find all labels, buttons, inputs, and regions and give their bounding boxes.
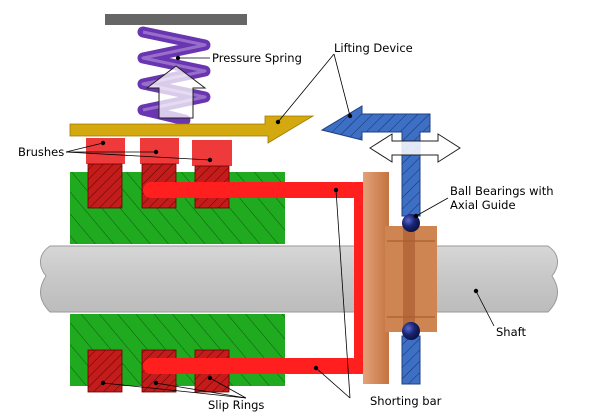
ball-bearing-bottom [402, 322, 420, 340]
label-ball-bearings-line1: Ball Bearings with [450, 184, 554, 198]
conductor-bottom [143, 358, 360, 374]
label-lifting-device: Lifting Device [334, 41, 413, 55]
label-shorting-bar: Shorting bar [370, 394, 442, 408]
leader-lines [65, 53, 495, 399]
label-ball-bearings-line2: Axial Guide [450, 198, 516, 212]
shorting-bar [354, 182, 363, 374]
axial-motion-arrow [369, 133, 461, 163]
brush-carrier-rail [69, 115, 315, 144]
ball-bearing-top [402, 214, 420, 232]
brushes [86, 138, 232, 166]
sliding-hub [363, 172, 437, 384]
label-pressure-spring: Pressure Spring [212, 51, 302, 65]
label-shaft: Shaft [496, 325, 526, 339]
shaft [40, 245, 558, 313]
conductor-top [143, 182, 360, 198]
lift-up-arrow [145, 65, 207, 119]
lifting-device [320, 105, 431, 385]
top-mount-bar [105, 14, 247, 25]
label-brushes: Brushes [18, 145, 64, 159]
label-slip-rings: Slip Rings [208, 398, 264, 412]
